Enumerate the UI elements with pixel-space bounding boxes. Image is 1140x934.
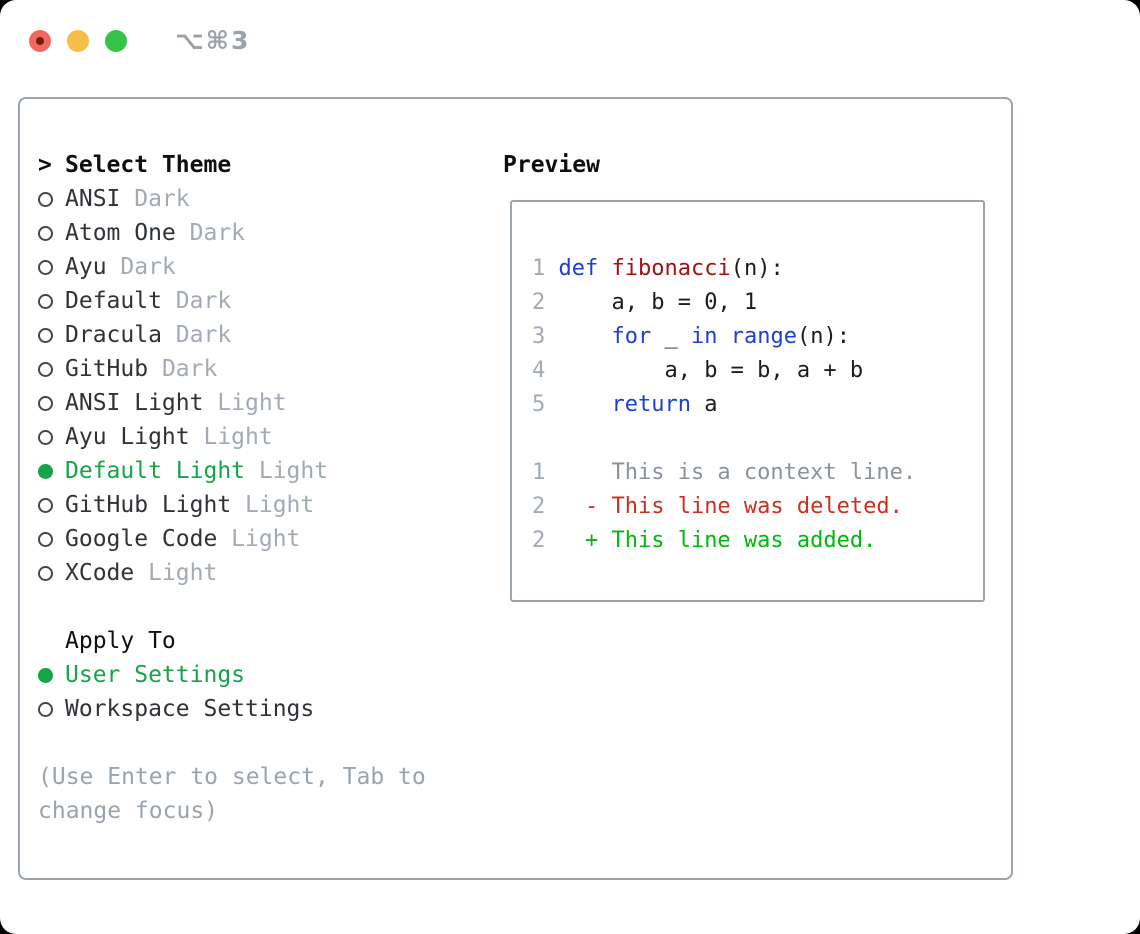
theme-name: GitHub Light — [65, 492, 232, 518]
code-line: 1 def fibonacci(n): — [532, 256, 784, 281]
theme-name: Dracula — [65, 322, 162, 348]
apply-option-label: User Settings — [65, 662, 246, 688]
theme-name: Atom One — [65, 220, 176, 246]
theme-name: Ayu — [65, 254, 107, 280]
radio-icon — [38, 701, 65, 717]
diff-line-del: 2 - This line was deleted. — [532, 494, 903, 519]
titlebar: ⌥⌘3 — [29, 26, 250, 55]
theme-select-title: Select Theme — [65, 152, 232, 178]
theme-variant: Light — [231, 492, 315, 518]
theme-name: XCode — [65, 560, 135, 586]
line-number: 4 — [532, 358, 546, 383]
radio-icon — [38, 395, 65, 411]
radio-icon — [38, 361, 65, 377]
theme-item-github[interactable]: GitHub Dark — [38, 352, 470, 386]
code-blank-line — [532, 422, 916, 456]
theme-variant: Light — [245, 458, 329, 484]
apply-to-header: Apply To — [38, 624, 470, 658]
theme-item-default[interactable]: Default Dark — [38, 284, 470, 318]
apply-option-label: Workspace Settings — [65, 696, 315, 722]
minimize-button[interactable] — [67, 29, 89, 52]
code-line: 3 for _ in range(n): — [532, 324, 850, 349]
radio-icon — [38, 293, 65, 309]
theme-item-ayu-light[interactable]: Ayu Light Light — [38, 420, 470, 454]
close-button[interactable] — [29, 29, 51, 52]
line-number: 2 — [532, 494, 546, 519]
focus-caret-icon: > — [38, 152, 52, 178]
theme-variant: Dark — [106, 254, 176, 280]
radio-icon — [38, 429, 65, 445]
radio-icon — [38, 191, 65, 207]
line-number: 2 — [532, 528, 546, 553]
theme-name: Default Light — [65, 458, 246, 484]
line-number: 3 — [532, 324, 546, 349]
theme-variant: Light — [134, 560, 218, 586]
theme-item-default-light[interactable]: Default Light Light — [38, 454, 470, 488]
line-number: 1 — [532, 256, 546, 281]
radio-icon — [38, 531, 65, 547]
preview-pane: 1 def fibonacci(n): 2 a, b = 0, 1 3 for _ … — [510, 200, 985, 602]
line-number: 5 — [532, 392, 546, 417]
line-number: 2 — [532, 290, 546, 315]
diff-line-ctx: 1 This is a context line. — [532, 460, 917, 485]
radio-icon — [38, 327, 65, 343]
radio-icon — [38, 225, 65, 241]
diff-line-add: 2 + This line was added. — [532, 528, 877, 553]
spacer — [38, 726, 470, 760]
theme-variant: Dark — [175, 220, 246, 246]
theme-item-ansi[interactable]: ANSI Dark — [38, 182, 470, 216]
theme-item-ayu[interactable]: Ayu Dark — [38, 250, 470, 284]
theme-variant: Dark — [120, 186, 190, 212]
theme-variant: Light — [189, 424, 273, 450]
theme-name: GitHub — [65, 356, 149, 382]
preview-code: 1 def fibonacci(n): 2 a, b = 0, 1 3 for _ … — [532, 252, 916, 558]
code-line: 4 a, b = b, a + b — [532, 358, 864, 383]
theme-name: Google Code — [65, 526, 218, 552]
radio-icon — [38, 565, 65, 581]
keyboard-hint: (Use Enter to select, Tab to change focu… — [38, 764, 426, 824]
theme-name: Ayu Light — [65, 424, 190, 450]
radio-selected-icon — [38, 667, 65, 683]
radio-icon — [38, 259, 65, 275]
apply-option-user-settings[interactable]: User Settings — [38, 658, 470, 692]
theme-item-google-code[interactable]: Google Code Light — [38, 522, 470, 556]
theme-name: ANSI Light — [65, 390, 204, 416]
code-line: 5 return a — [532, 392, 718, 417]
theme-item-dracula[interactable]: Dracula Dark — [38, 318, 470, 352]
code-line: 2 a, b = 0, 1 — [532, 290, 758, 315]
line-number: 1 — [532, 460, 546, 485]
theme-name: ANSI — [65, 186, 121, 212]
window-title: ⌥⌘3 — [175, 26, 251, 55]
zoom-button[interactable] — [105, 29, 127, 52]
theme-variant: Dark — [161, 288, 232, 314]
theme-item-xcode[interactable]: XCode Light — [38, 556, 470, 590]
theme-name: Default — [65, 288, 162, 314]
theme-variant: Dark — [161, 322, 232, 348]
radio-icon — [38, 497, 65, 513]
theme-variant: Light — [217, 526, 301, 552]
theme-variant: Dark — [148, 356, 218, 382]
spacer — [38, 590, 470, 624]
theme-item-ansi-light[interactable]: ANSI Light Light — [38, 386, 470, 420]
apply-to-title: Apply To — [65, 628, 176, 654]
theme-variant: Light — [203, 390, 287, 416]
theme-item-atom-one[interactable]: Atom One Dark — [38, 216, 470, 250]
preview-title: Preview — [503, 152, 600, 178]
radio-selected-icon — [38, 463, 65, 479]
apply-option-workspace-settings[interactable]: Workspace Settings — [38, 692, 470, 726]
theme-select-header: > Select Theme — [38, 148, 470, 182]
theme-item-github-light[interactable]: GitHub Light Light — [38, 488, 470, 522]
